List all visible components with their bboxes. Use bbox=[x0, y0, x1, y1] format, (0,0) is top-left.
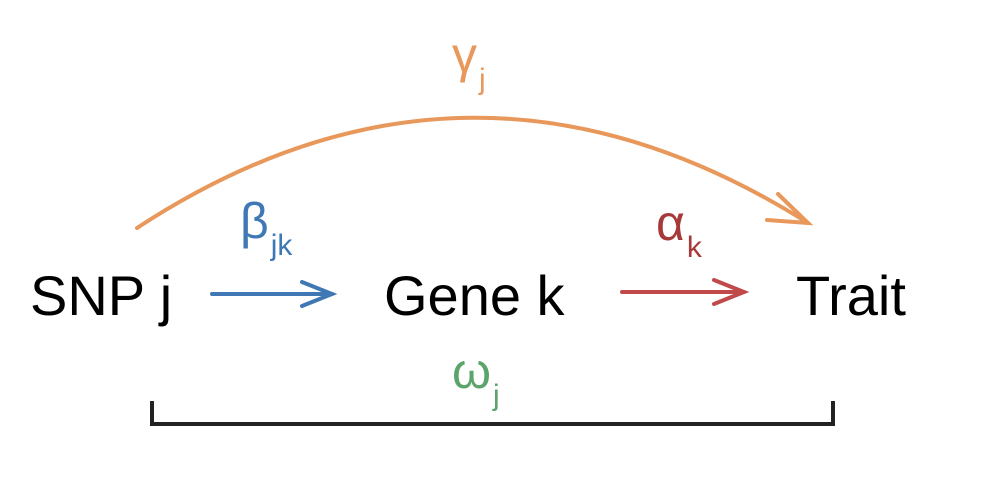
label-beta-sub: jk bbox=[270, 228, 293, 262]
node-trait: Trait bbox=[796, 264, 906, 327]
label-omega: ωj bbox=[452, 346, 500, 411]
label-gamma: γj bbox=[452, 30, 486, 95]
label-beta-main: β bbox=[240, 193, 269, 249]
node-gene: Gene k bbox=[384, 264, 565, 327]
label-omega-sub: j bbox=[493, 378, 500, 412]
gamma-arc bbox=[135, 115, 810, 230]
omega-bracket bbox=[150, 401, 835, 426]
beta-arrowhead bbox=[300, 280, 338, 308]
alpha-arrowhead bbox=[712, 278, 750, 306]
label-gamma-main: γ bbox=[452, 27, 477, 83]
label-alpha: αk bbox=[656, 198, 702, 263]
gamma-arrowhead bbox=[765, 192, 814, 226]
label-beta: βjk bbox=[240, 196, 292, 261]
label-alpha-sub: k bbox=[686, 230, 702, 264]
label-alpha-main: α bbox=[656, 195, 685, 251]
label-omega-main: ω bbox=[452, 343, 492, 399]
label-gamma-sub: j bbox=[479, 62, 486, 96]
node-snp: SNP j bbox=[30, 264, 173, 327]
